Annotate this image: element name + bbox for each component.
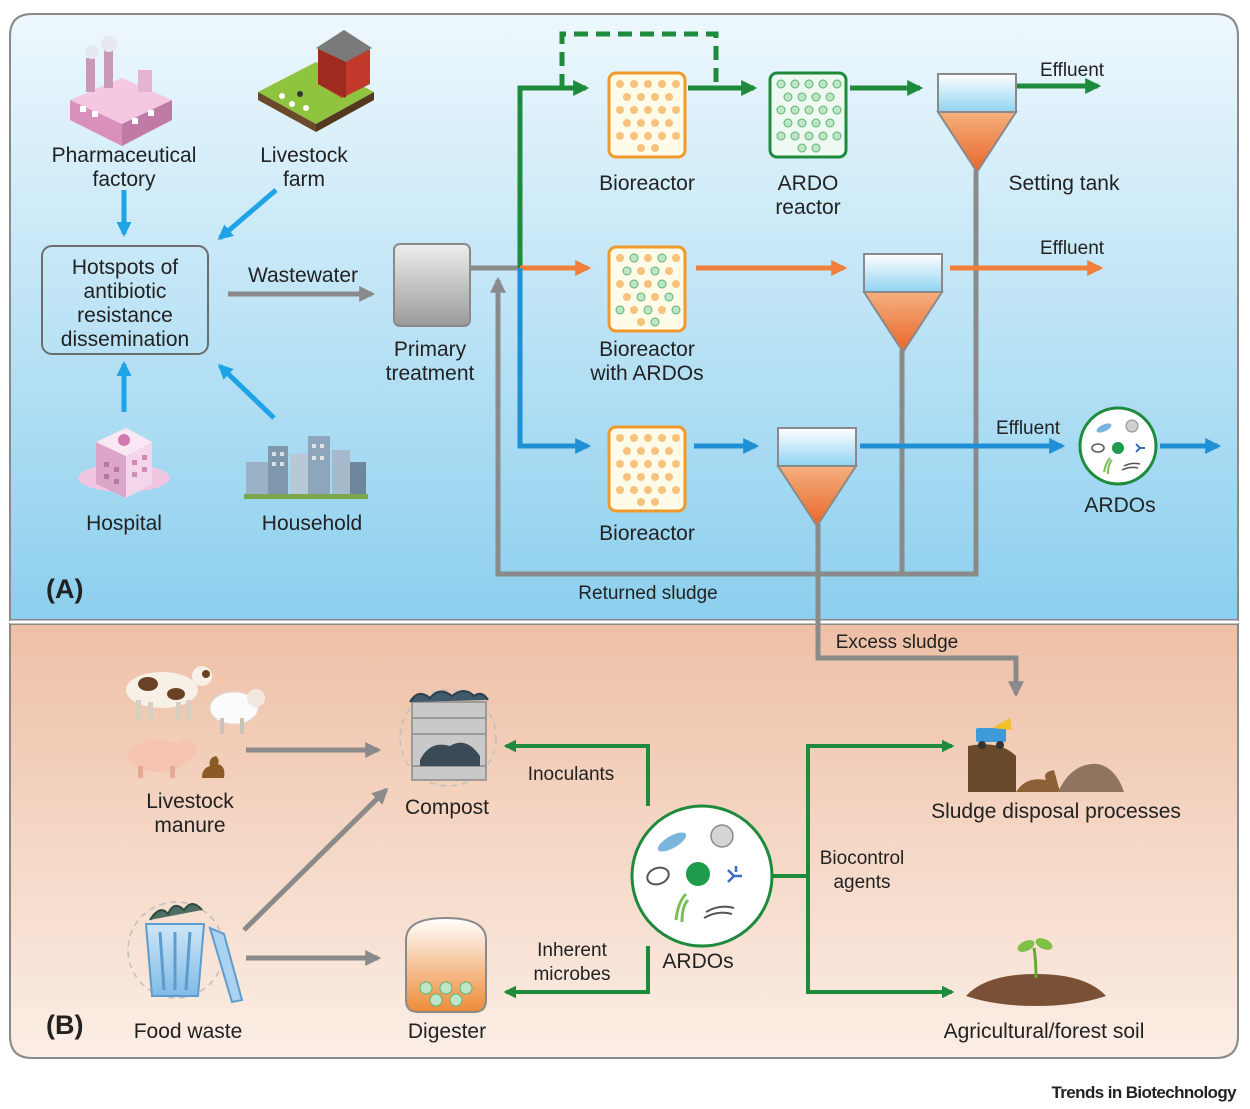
settling-tank-middle [862, 253, 944, 354]
compost-label: Compost [405, 796, 489, 819]
ardo-reactor-label-line1: ARDO [778, 172, 839, 195]
food-waste-icon [127, 901, 244, 1004]
panel-b-letter: (B) [46, 1010, 83, 1040]
returned-sludge-label: Returned sludge [578, 583, 717, 604]
hotspot-label-line4: dissemination [61, 328, 189, 351]
settling-tank-top [936, 73, 1018, 174]
source-arrows [116, 188, 278, 420]
livestock-farm-label-line1: Livestock [260, 144, 348, 167]
hotspot-label-line3: resistance [77, 304, 173, 327]
hotspot-box [41, 245, 209, 355]
hospital-icon [78, 428, 170, 498]
livestock-manure-label-line1: Livestock [146, 790, 234, 813]
livestock-manure-icon [126, 666, 265, 778]
arrow-household-to-hotspot [217, 363, 276, 420]
biocontrol-agents-label-line2: agents [833, 872, 890, 893]
household-icon [244, 436, 368, 499]
biocontrol-agents-label-line1: Biocontrol [820, 848, 905, 869]
bioreactor-bottom-label: Bioreactor [599, 522, 695, 545]
bioreactor-top-label: Bioreactor [599, 172, 695, 195]
hospital-label: Hospital [86, 512, 162, 535]
settling-tank-bottom [776, 427, 858, 528]
ardos-label-b: ARDOs [662, 950, 733, 973]
arrow-farm-to-hotspot [217, 188, 278, 240]
returned-sludge-loop [470, 170, 979, 577]
bioreactor-ardos-label-line1: Bioreactor [599, 338, 695, 361]
livestock-farm-icon [258, 30, 374, 132]
primary-treatment-label-line1: Primary [394, 338, 467, 361]
compost-icon [399, 689, 497, 787]
inherent-microbes-label-line2: microbes [533, 964, 610, 985]
food-waste-label: Food waste [134, 1020, 243, 1043]
agricultural-soil-label: Agricultural/forest soil [944, 1020, 1145, 1043]
blue-treatment-line [517, 268, 1222, 455]
ardo-diagram: (A) (B) Pharmaceutical factory Livestock… [9, 13, 1239, 1059]
excess-sludge-label: Excess sludge [836, 632, 959, 653]
digester-label: Digester [408, 1020, 486, 1043]
settling-tank-label: Setting tank [1009, 172, 1120, 195]
effluent-top-label: Effluent [1040, 60, 1105, 81]
green-treatment-line [517, 31, 1102, 268]
sludge-disposal-label: Sludge disposal processes [931, 800, 1181, 823]
arrow-foodwaste-to-compost [242, 787, 389, 932]
effluent-middle-label: Effluent [1040, 238, 1105, 259]
feedstock-arrows [242, 741, 389, 967]
digester-icon [405, 916, 487, 1013]
ardo-reactor-label-line2: reactor [775, 196, 840, 219]
bioreactor-bottom [607, 425, 687, 513]
livestock-manure-label-line2: manure [154, 814, 225, 837]
ardo-application-arrows [503, 739, 955, 999]
ardos-microbe-icon-b [630, 804, 774, 948]
primary-treatment-tank [393, 243, 471, 327]
pharma-label-line2: factory [92, 168, 156, 191]
pharma-label-line1: Pharmaceutical [52, 144, 197, 167]
pharmaceutical-factory-icon [70, 36, 172, 146]
ardos-label-a: ARDOs [1084, 494, 1155, 517]
panel-a-letter: (A) [46, 574, 83, 604]
arrow-ardos-to-sludge [806, 739, 955, 876]
panel-b-background [9, 623, 1239, 1059]
ardos-microbe-icon-a [1078, 406, 1158, 486]
arrow-ardos-to-soil [806, 876, 955, 999]
sludge-disposal-icon [968, 718, 1124, 792]
bioreactor-ardos-label-line2: with ARDOs [589, 362, 703, 385]
hotspot-label-line2: antibiotic [84, 280, 167, 303]
household-label: Household [262, 512, 362, 535]
excess-sludge-arrow [815, 574, 1025, 698]
inherent-microbes-label-line1: Inherent [537, 940, 607, 961]
journal-credit: Trends in Biotechnology [1051, 1083, 1236, 1102]
arrow-ardos-to-compost [503, 739, 650, 806]
bioreactor-top [607, 71, 687, 159]
ardo-reactor [768, 71, 848, 159]
primary-treatment-label-line2: treatment [386, 362, 475, 385]
agricultural-soil-icon [966, 938, 1106, 1006]
arrow-ardos-to-digester [503, 946, 650, 999]
effluent-bottom-label: Effluent [996, 418, 1061, 439]
hotspot-label-line1: Hotspots of [72, 256, 178, 279]
bioreactor-with-ardos [607, 245, 687, 333]
wastewater-label: Wastewater [248, 264, 358, 287]
inoculants-label: Inoculants [528, 764, 615, 785]
livestock-farm-label-line2: farm [283, 168, 325, 191]
